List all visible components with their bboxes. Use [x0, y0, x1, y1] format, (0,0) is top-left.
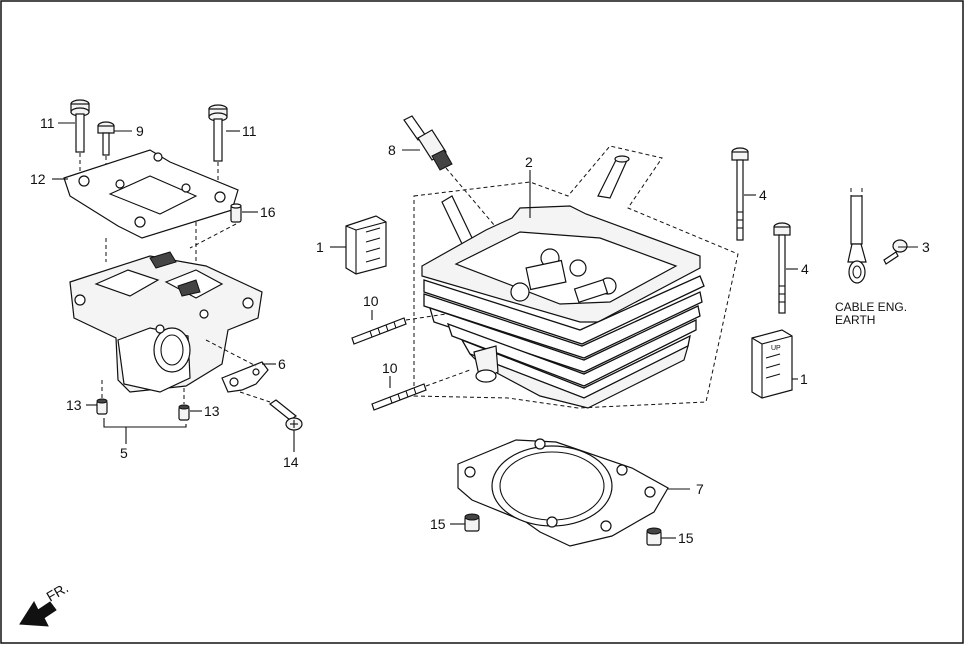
- callout-11-left: 11: [40, 115, 55, 131]
- earth-cable: [847, 188, 867, 284]
- front-label: FR.: [44, 579, 72, 604]
- bolt-4-upper: [731, 147, 749, 241]
- callout-15-left: 15: [430, 516, 446, 532]
- callout-5: 5: [120, 445, 128, 461]
- cylinder-head-group: [351, 115, 739, 547]
- spark-plug-8: [403, 115, 453, 171]
- valve-guide-right: [597, 155, 630, 199]
- screw-14: [268, 399, 303, 431]
- callout-7: 7: [696, 481, 704, 497]
- callout-14: 14: [283, 454, 299, 470]
- cable-label-line2: EARTH: [835, 313, 875, 327]
- sleeve-13-left: [96, 398, 108, 415]
- camshaft-holder-group: [63, 99, 303, 444]
- callout-3: 3: [922, 239, 930, 255]
- bolt-11-right: [208, 104, 228, 185]
- cable-label-line1: CABLE ENG.: [835, 300, 907, 314]
- callout-10-upper: 10: [363, 293, 379, 309]
- sleeve-13-right: [178, 404, 190, 421]
- cylinder-head-2: [421, 205, 705, 409]
- head-gasket-7: [457, 438, 669, 547]
- stud-10-upper: [351, 317, 407, 345]
- bolt-9: [97, 121, 115, 178]
- bolt-4-lower: [773, 222, 791, 314]
- callout-11-right: 11: [242, 123, 257, 139]
- camshaft-holder-5: [69, 251, 263, 393]
- callout-10-lower: 10: [382, 360, 398, 376]
- callout-8: 8: [388, 142, 396, 158]
- callout-4-upper: 4: [759, 187, 767, 203]
- dowel-pin-15-right: [646, 527, 662, 546]
- front-arrow-icon: [19, 600, 57, 627]
- clip-6: [221, 361, 269, 393]
- callout-15-right: 15: [678, 530, 694, 546]
- callout-6: 6: [278, 356, 286, 372]
- comb-block-1-left: [345, 215, 387, 275]
- comb-block-1-right: UP: [751, 329, 793, 399]
- callout-9: 9: [136, 123, 144, 139]
- dowel-pin-15-left: [464, 513, 480, 532]
- bolt-11-left: [70, 99, 90, 178]
- callout-12: 12: [30, 171, 46, 187]
- callout-16: 16: [260, 204, 276, 220]
- dowel-pin-16: [230, 203, 242, 223]
- leader-lines: [52, 122, 918, 539]
- callout-2: 2: [525, 154, 533, 170]
- callout-1-right: 1: [800, 371, 808, 387]
- callout-13-right: 13: [204, 403, 220, 419]
- callout-1-left: 1: [316, 239, 324, 255]
- up-mark: UP: [771, 345, 781, 352]
- screw-3: [883, 239, 908, 265]
- callout-13-left: 13: [66, 397, 82, 413]
- stud-10-lower: [371, 383, 427, 411]
- callout-4-lower: 4: [801, 261, 809, 277]
- plate-12: [63, 149, 239, 239]
